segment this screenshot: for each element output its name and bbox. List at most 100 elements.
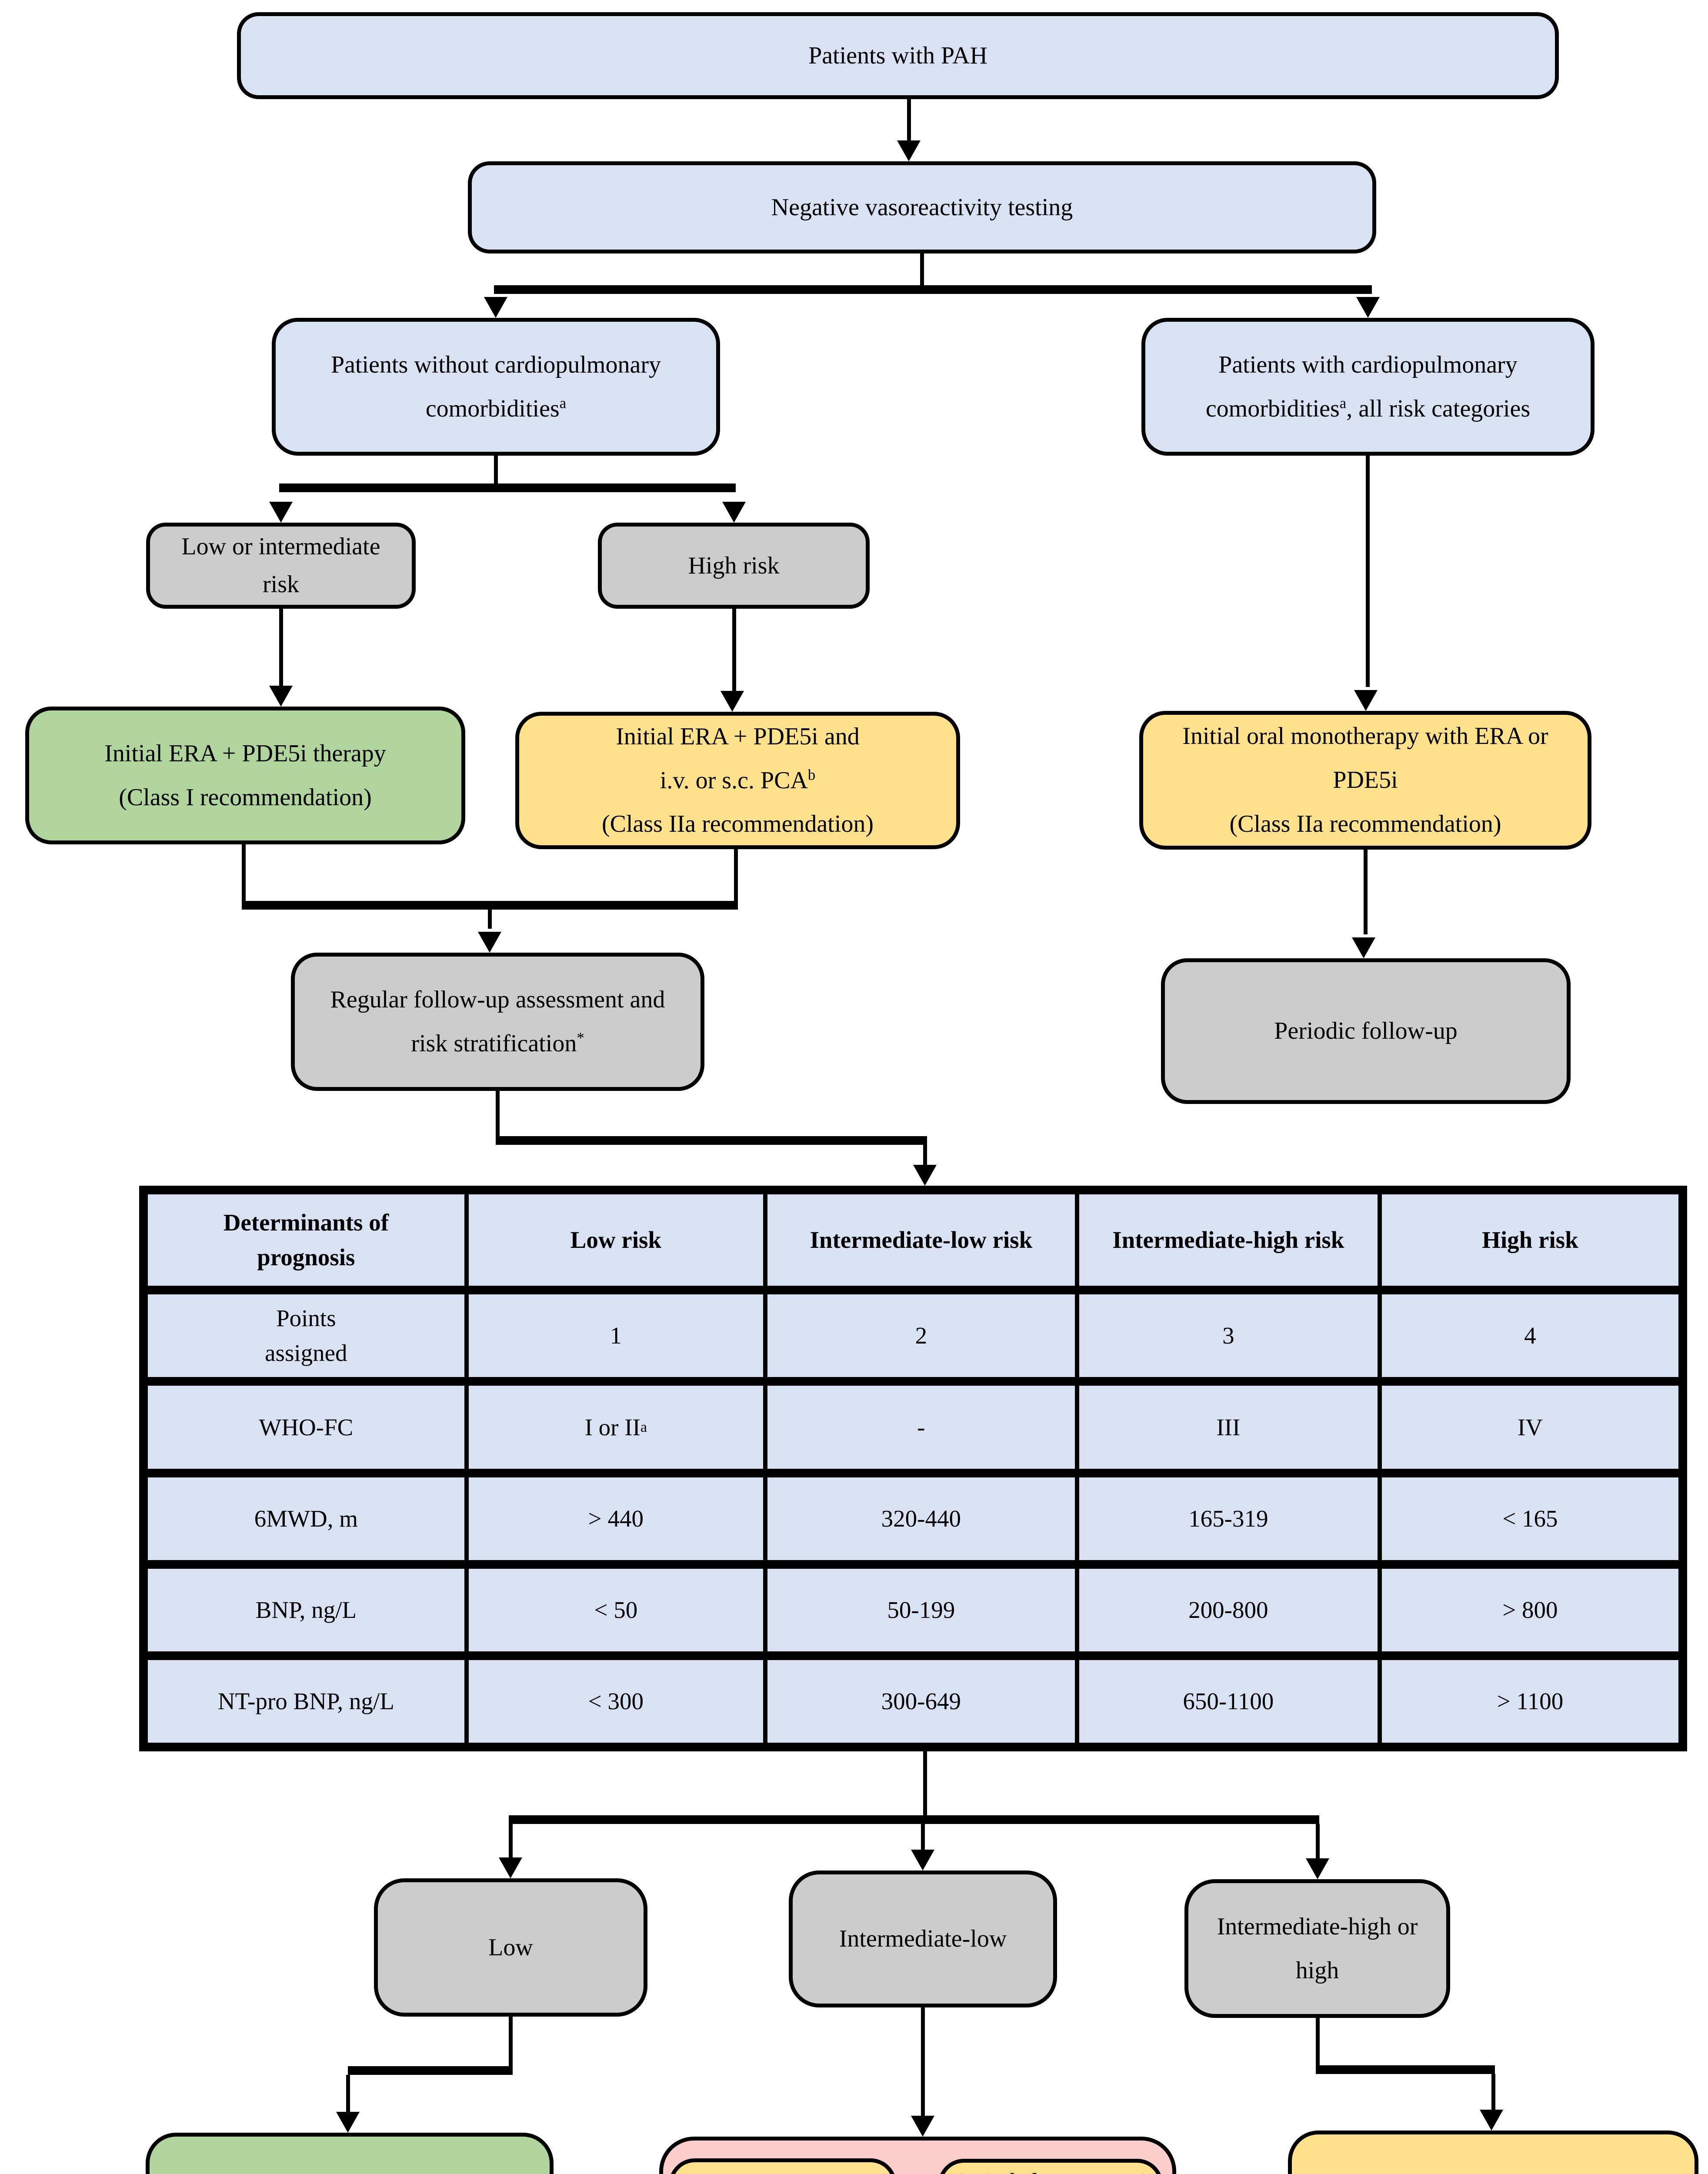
table-cell-6mwd-low: > 440 <box>464 1468 763 1560</box>
node-label-line3: (Class IIa recommendation) <box>1229 810 1501 837</box>
node-add-pra: Add PRA (Class IIa recommendation) <box>669 2158 897 2174</box>
node-regular-followup: Regular follow-up assessment and risk st… <box>291 953 704 1091</box>
connector-line <box>509 2017 513 2071</box>
table-cell-ntprobnp-int-low: 300-649 <box>763 1651 1075 1743</box>
connector-line <box>494 456 498 485</box>
arrowhead-down <box>911 2116 934 2137</box>
table-row-label-6mwd: 6MWD, m <box>148 1468 464 1560</box>
connector-line <box>242 844 246 905</box>
arrowhead-down <box>911 1850 934 1871</box>
superscript-b: b <box>807 766 816 783</box>
arrowhead-down <box>269 686 293 707</box>
node-label-line2: comorbiditiesa, all risk categories <box>1205 394 1531 422</box>
connector-line <box>509 1815 1319 1824</box>
connector-line <box>346 2075 350 2112</box>
connector-line <box>279 483 736 492</box>
node-label-line2: comorbiditiesa <box>425 394 567 422</box>
table-row-label-ntprobnp: NT-pro BNP, ng/L <box>148 1651 464 1743</box>
arrowhead-down <box>1356 297 1380 318</box>
node-label-line1: Add i.v. or s.c. PCA and/or evaluate <box>1324 2170 1662 2174</box>
node-periodic-followup: Periodic follow-up <box>1161 958 1571 1104</box>
node-label: High risk <box>688 552 780 579</box>
table-cell-whofc-high: IV <box>1377 1377 1678 1469</box>
table-row-label-whofc: WHO-FC <box>148 1377 464 1468</box>
node-risk-low: Low <box>374 1878 647 2017</box>
connector-line <box>494 285 1372 294</box>
node-label-line2: high <box>1295 1957 1339 1984</box>
superscript-asterisk: * <box>577 1029 584 1047</box>
node-label: Low <box>488 1934 533 1961</box>
connector-line <box>1366 456 1370 687</box>
node-low-or-intermediate-risk: Low or intermediate risk <box>146 523 416 609</box>
node-label-line1: Regular follow-up assessment and <box>330 986 665 1014</box>
table-cell-ntprobnp-int-high: 650-1100 <box>1074 1651 1378 1743</box>
connector-line <box>732 609 736 691</box>
table-cell-6mwd-int-high: 165-319 <box>1074 1468 1378 1560</box>
arrowhead-down <box>499 1857 522 1878</box>
table-cell-6mwd-high: < 165 <box>1377 1468 1678 1560</box>
table-cell-bnp-int-low: 50-199 <box>763 1560 1075 1651</box>
node-risk-intermediate-high-or-high: Intermediate-high or high <box>1184 1879 1450 2018</box>
node-without-comorbidities: Patients without cardiopulmonary comorbi… <box>272 318 720 456</box>
table-cell-6mwd-int-low: 320-440 <box>763 1468 1075 1560</box>
connector-line <box>1316 2065 1495 2074</box>
arrowhead-down <box>478 932 501 953</box>
connector-line <box>1364 850 1368 934</box>
node-label-line2: risk stratification* <box>411 1029 584 1057</box>
node-label-line3: (Class IIa recommendation) <box>601 810 874 838</box>
connector-line <box>1316 1824 1320 1858</box>
connector-line <box>496 1136 927 1145</box>
superscript-a: a <box>640 1419 647 1435</box>
connector-line <box>509 1824 513 1857</box>
connector-line <box>1316 2018 1320 2071</box>
table-cell-points-int-low: 2 <box>763 1286 1075 1377</box>
connector-line <box>734 849 738 905</box>
node-initial-oral-monotherapy: Initial oral monotherapy with ERA or PDE… <box>1139 711 1591 850</box>
node-label: Intermediate-low <box>839 1925 1007 1953</box>
arrowhead-down <box>1306 1858 1329 1879</box>
table-header-determinants: Determinants of prognosis <box>223 1209 389 1271</box>
connector-line <box>496 1091 500 1145</box>
table-header-high-risk: High risk <box>1377 1194 1678 1286</box>
arrowhead-down <box>1354 690 1378 711</box>
node-with-comorbidities: Patients with cardiopulmonary comorbidit… <box>1141 318 1595 456</box>
node-negative-vasoreactivity: Negative vasoreactivity testing <box>468 161 1376 253</box>
table-cell-whofc-int-low: - <box>763 1377 1075 1469</box>
node-initial-era-pde5i-therapy: Initial ERA + PDE5i therapy (Class I rec… <box>25 707 465 844</box>
node-label-line2: i.v. or s.c. PCAb <box>660 766 816 794</box>
connector-line <box>923 1751 927 1815</box>
table-header-intermediate-high-risk: Intermediate-high risk <box>1074 1194 1378 1286</box>
connector-line <box>348 2066 513 2075</box>
table-cell-ntprobnp-low: < 300 <box>464 1651 763 1743</box>
node-label: Patients with PAH <box>808 42 987 69</box>
table-row-label-points: Points assigned <box>148 1286 464 1377</box>
arrowhead-down <box>336 2112 360 2133</box>
table-cell-ntprobnp-high: > 1100 <box>1377 1651 1678 1743</box>
node-label: Negative vasoreactivity testing <box>771 193 1073 221</box>
node-label-line1: Patients without cardiopulmonary <box>331 351 661 378</box>
node-label-line1: Intermediate-high or <box>1217 1913 1418 1940</box>
table-cell-points-high: 4 <box>1377 1286 1678 1377</box>
arrowhead-down <box>722 502 746 523</box>
node-continue-initial-therapy: Continue initial therapy (Class I recomm… <box>146 2133 554 2174</box>
arrowhead-down <box>1352 937 1375 958</box>
table-header-intermediate-low-risk: Intermediate-low risk <box>763 1194 1075 1286</box>
superscript-a: a <box>1339 394 1347 411</box>
node-initial-era-pde5i-pca: Initial ERA + PDE5i and i.v. or s.c. PCA… <box>515 712 960 849</box>
node-label-line1: Switch from PDE5i <box>954 2161 1147 2174</box>
table-cell-bnp-int-high: 200-800 <box>1074 1560 1378 1651</box>
node-label-line2: (Class I recommendation) <box>119 784 372 811</box>
table-cell-bnp-low: < 50 <box>464 1560 763 1651</box>
superscript-a: a <box>559 394 567 411</box>
arrowhead-down <box>484 297 507 318</box>
arrowhead-down <box>269 502 293 523</box>
node-label-line1: Patients with cardiopulmonary <box>1218 351 1518 378</box>
arrowhead-down <box>1480 2110 1503 2131</box>
connector-line <box>279 609 283 686</box>
arrowhead-down <box>897 140 921 161</box>
connector-line <box>1491 2074 1495 2110</box>
connector-line <box>907 99 911 140</box>
node-high-risk: High risk <box>598 523 870 609</box>
